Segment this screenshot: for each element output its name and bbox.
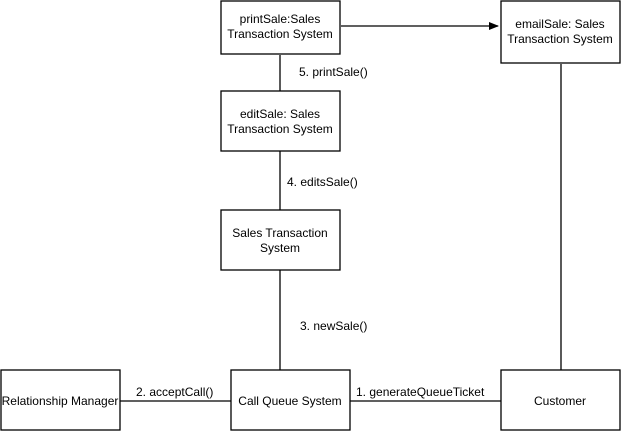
node-print-sale-line1: printSale:Sales [240, 12, 321, 26]
node-sales-transaction[interactable]: Sales Transaction System [220, 209, 341, 271]
node-print-sale[interactable]: printSale:Sales Transaction System [220, 0, 341, 55]
node-edit-sale[interactable]: editSale: Sales Transaction System [220, 90, 341, 152]
node-email-sale-line1: emailSale: Sales [515, 17, 604, 31]
node-edit-sale-line1: editSale: Sales [240, 107, 320, 121]
node-sales-transaction-line2: System [260, 241, 300, 255]
node-customer-label: Customer [534, 394, 586, 408]
message-accept-call: 2. acceptCall() [136, 385, 213, 399]
node-relationship-manager-label: Relationship Manager [2, 394, 119, 408]
node-call-queue-label: Call Queue System [238, 394, 341, 408]
message-generate-queue-ticket: 1. generateQueueTicket [356, 385, 485, 399]
node-email-sale-line2: Transaction System [507, 32, 613, 46]
node-call-queue[interactable]: Call Queue System [230, 369, 351, 431]
node-print-sale-line2: Transaction System [227, 27, 333, 41]
node-customer[interactable]: Customer [500, 369, 621, 431]
node-email-sale[interactable]: emailSale: Sales Transaction System [500, 0, 621, 64]
message-new-sale: 3. newSale() [300, 319, 367, 333]
node-edit-sale-line2: Transaction System [227, 122, 333, 136]
node-sales-transaction-line1: Sales Transaction [232, 226, 327, 240]
node-relationship-manager[interactable]: Relationship Manager [0, 369, 121, 431]
message-print-sale: 5. printSale() [299, 65, 368, 79]
message-edits-sale: 4. editsSale() [287, 175, 358, 189]
